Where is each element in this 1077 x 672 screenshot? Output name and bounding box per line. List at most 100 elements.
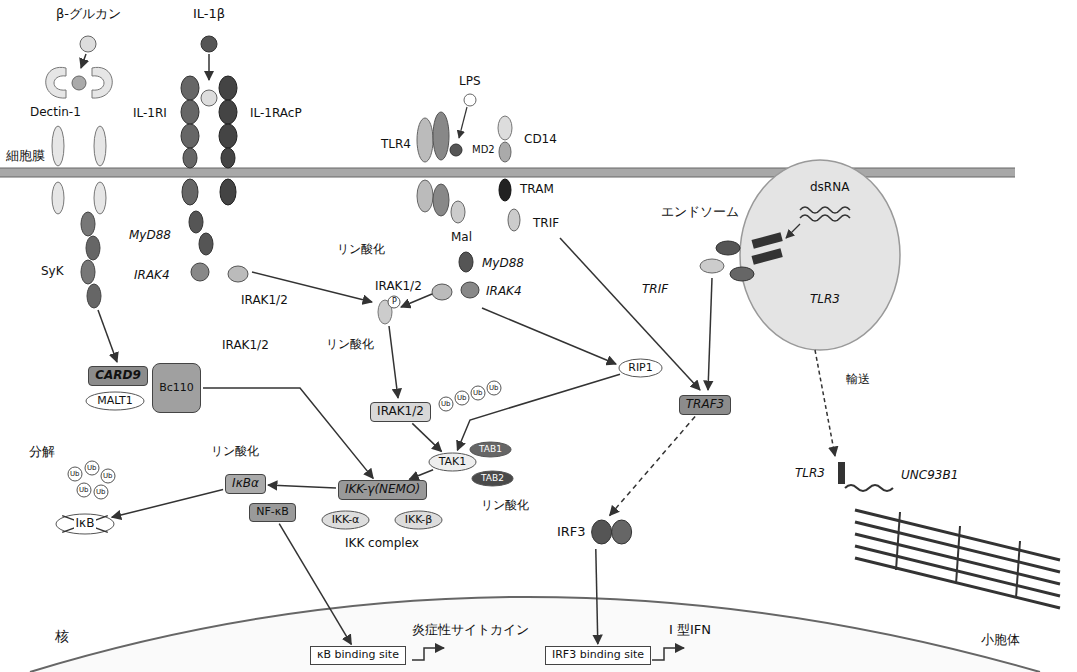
tlr4-complex — [401, 94, 700, 390]
node-text: IRF3 binding site — [552, 649, 644, 662]
cell-membrane — [0, 168, 1015, 169]
label-text: 細胞膜 — [6, 149, 45, 164]
dectin-1-receptor — [81, 260, 95, 284]
dectin-1-receptor — [81, 54, 86, 68]
node-text: TRAF3 — [686, 398, 724, 412]
label-text: Ub — [79, 486, 89, 494]
binding-site-box: κB binding site — [310, 646, 406, 665]
node-text: TAB1 — [479, 444, 502, 454]
node-text: IRF3 — [555, 525, 586, 540]
tlr4-complex — [461, 282, 479, 298]
transcription-factor: IRF3 — [555, 517, 636, 547]
label-text: CD14 — [524, 133, 557, 147]
phosphorylated-irak — [389, 326, 398, 398]
ubiquitin-chain — [487, 381, 501, 395]
il-1-receptor — [189, 211, 203, 233]
il-1-receptor — [201, 90, 217, 106]
label-text: TLR4 — [381, 138, 411, 152]
node-ellipse — [86, 392, 144, 410]
ubiquitin-chain — [68, 381, 501, 499]
label-text: Dectin-1 — [30, 106, 81, 120]
endosome — [730, 267, 754, 281]
label-text: Ub — [441, 400, 451, 408]
ubiquitin-chain — [101, 469, 115, 483]
dectin-1-receptor — [80, 36, 96, 52]
dectin-1-receptor — [86, 236, 100, 260]
label-text: TLR3 — [810, 293, 840, 307]
endoplasmic-reticulum — [1016, 541, 1020, 598]
ubiquitin-chain — [94, 485, 108, 499]
il-1-receptor — [199, 233, 213, 255]
gene-arrow — [412, 648, 444, 660]
label-text: IRAK4 — [486, 285, 522, 299]
label-text: Ub — [70, 470, 80, 478]
il-1-receptor — [181, 100, 199, 124]
label-text: SyK — [41, 265, 64, 279]
binding-site-box: IRF3 binding site — [545, 646, 651, 665]
label-text: IRAK4 — [134, 269, 170, 283]
label-text: Mal — [451, 231, 472, 245]
nucleus-outline — [30, 597, 1040, 672]
label-text: IL-1RAcP — [250, 107, 302, 121]
node-text: NF-κB — [256, 506, 289, 519]
protein-box: IKK-γ(NEMO) — [338, 480, 427, 500]
protein-box: Bc110 — [152, 363, 201, 413]
protein-box: IRAK1/2 — [370, 402, 431, 422]
dectin-1-receptor — [46, 36, 117, 362]
il-1-receptor — [208, 54, 210, 80]
label-text: MD2 — [472, 144, 495, 156]
il-1-receptor — [183, 148, 197, 168]
label-text: Ub — [103, 472, 113, 480]
il-1-receptor — [181, 76, 199, 100]
tlr4-complex — [432, 284, 452, 300]
signal-arrow — [409, 470, 433, 480]
node-text: IKK-α — [332, 514, 360, 527]
il-1-receptor — [219, 76, 237, 100]
endosome — [815, 350, 835, 456]
signal-arrow — [412, 423, 441, 451]
node-ellipse — [56, 514, 114, 534]
endosome — [708, 278, 712, 390]
dectin-1-receptor — [81, 212, 95, 236]
ubiquitin-chain — [85, 461, 99, 475]
label-text: 核 — [55, 628, 69, 644]
signal-arrow — [268, 485, 336, 488]
node-text: TAK1 — [439, 456, 467, 469]
label-text: UNC93B1 — [901, 469, 958, 483]
node-text: IκBα — [232, 477, 259, 491]
ubiquitin-chain — [439, 397, 453, 411]
endosome — [716, 241, 740, 255]
endosome — [751, 248, 782, 264]
tlr4-complex — [498, 116, 512, 140]
ubiquitin-chain — [455, 391, 469, 405]
ubiquitin-chain — [77, 483, 91, 497]
label-text: I 型IFN — [669, 623, 711, 638]
label-text: MyD88 — [129, 229, 171, 243]
label-text: TRAM — [520, 183, 554, 197]
il-1-receptor — [219, 100, 237, 124]
label-text: Ub — [457, 394, 467, 402]
node-text: IRAK1/2 — [377, 405, 424, 419]
kinase-ellipse: IKK-β — [394, 510, 443, 530]
il-1-receptor — [221, 148, 235, 168]
label-text: エンドソーム — [661, 205, 739, 220]
signal-arrow — [610, 417, 695, 516]
endosome — [700, 259, 724, 273]
tlr4-complex — [560, 238, 700, 390]
il-1-receptor — [181, 124, 199, 148]
dectin-1-receptor — [46, 67, 66, 98]
dectin-1-receptor — [72, 76, 86, 90]
tlr4-complex — [459, 252, 473, 272]
node-ellipse — [395, 511, 442, 529]
label-text: β-グルカン — [56, 7, 121, 22]
phosphorylated-irak — [378, 296, 400, 398]
dectin-1-receptor — [94, 182, 106, 214]
dectin-1-receptor — [98, 310, 117, 362]
tlr4-complex — [499, 142, 511, 162]
label-text: IRAK1/2 — [375, 280, 422, 294]
label-text: LPS — [459, 75, 481, 89]
nucleus-outline — [30, 597, 1040, 672]
endoplasmic-reticulum — [838, 462, 845, 484]
node-ellipse — [619, 359, 662, 377]
